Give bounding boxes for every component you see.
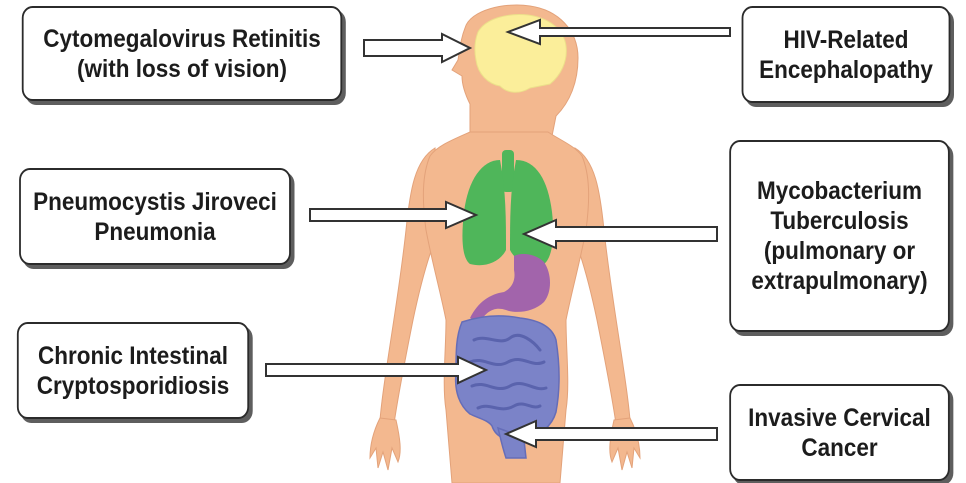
label-tb-line-4: extrapulmonary)	[751, 266, 927, 296]
label-cryptosporidiosis: Chronic Intestinal Cryptosporidiosis	[17, 322, 249, 419]
label-tb-line-1: Mycobacterium	[757, 176, 922, 206]
label-hiv-line-1: HIV-Related	[783, 25, 908, 55]
left-hand	[370, 418, 400, 470]
label-pcp-line-2: Pneumonia	[94, 217, 215, 247]
right-hand	[610, 418, 640, 470]
label-cervical-line-1: Invasive Cervical	[748, 403, 931, 433]
label-mycobacterium-tuberculosis: Mycobacterium Tuberculosis (pulmonary or…	[729, 140, 950, 332]
label-crypto-line-1: Chronic Intestinal	[38, 341, 228, 371]
label-cmv-line-2: (with loss of vision)	[77, 54, 287, 84]
label-pneumocystis-pneumonia: Pneumocystis Jiroveci Pneumonia	[19, 168, 291, 265]
label-hiv-encephalopathy: HIV-Related Encephalopathy	[742, 6, 951, 103]
arrow-cmv	[364, 34, 470, 62]
label-cytomegalovirus-retinitis: Cytomegalovirus Retinitis (with loss of …	[22, 6, 342, 101]
label-crypto-line-2: Cryptosporidiosis	[37, 371, 230, 401]
label-cmv-line-1: Cytomegalovirus Retinitis	[43, 24, 321, 54]
label-invasive-cervical-cancer: Invasive Cervical Cancer	[729, 384, 950, 481]
label-pcp-line-1: Pneumocystis Jiroveci	[33, 187, 277, 217]
label-hiv-line-2: Encephalopathy	[759, 55, 933, 85]
arrow-tb	[524, 220, 717, 248]
label-tb-line-2: Tuberculosis	[770, 206, 908, 236]
label-tb-line-3: (pulmonary or	[764, 236, 915, 266]
label-cervical-line-2: Cancer	[801, 433, 877, 463]
arrow-pcp	[310, 202, 476, 228]
